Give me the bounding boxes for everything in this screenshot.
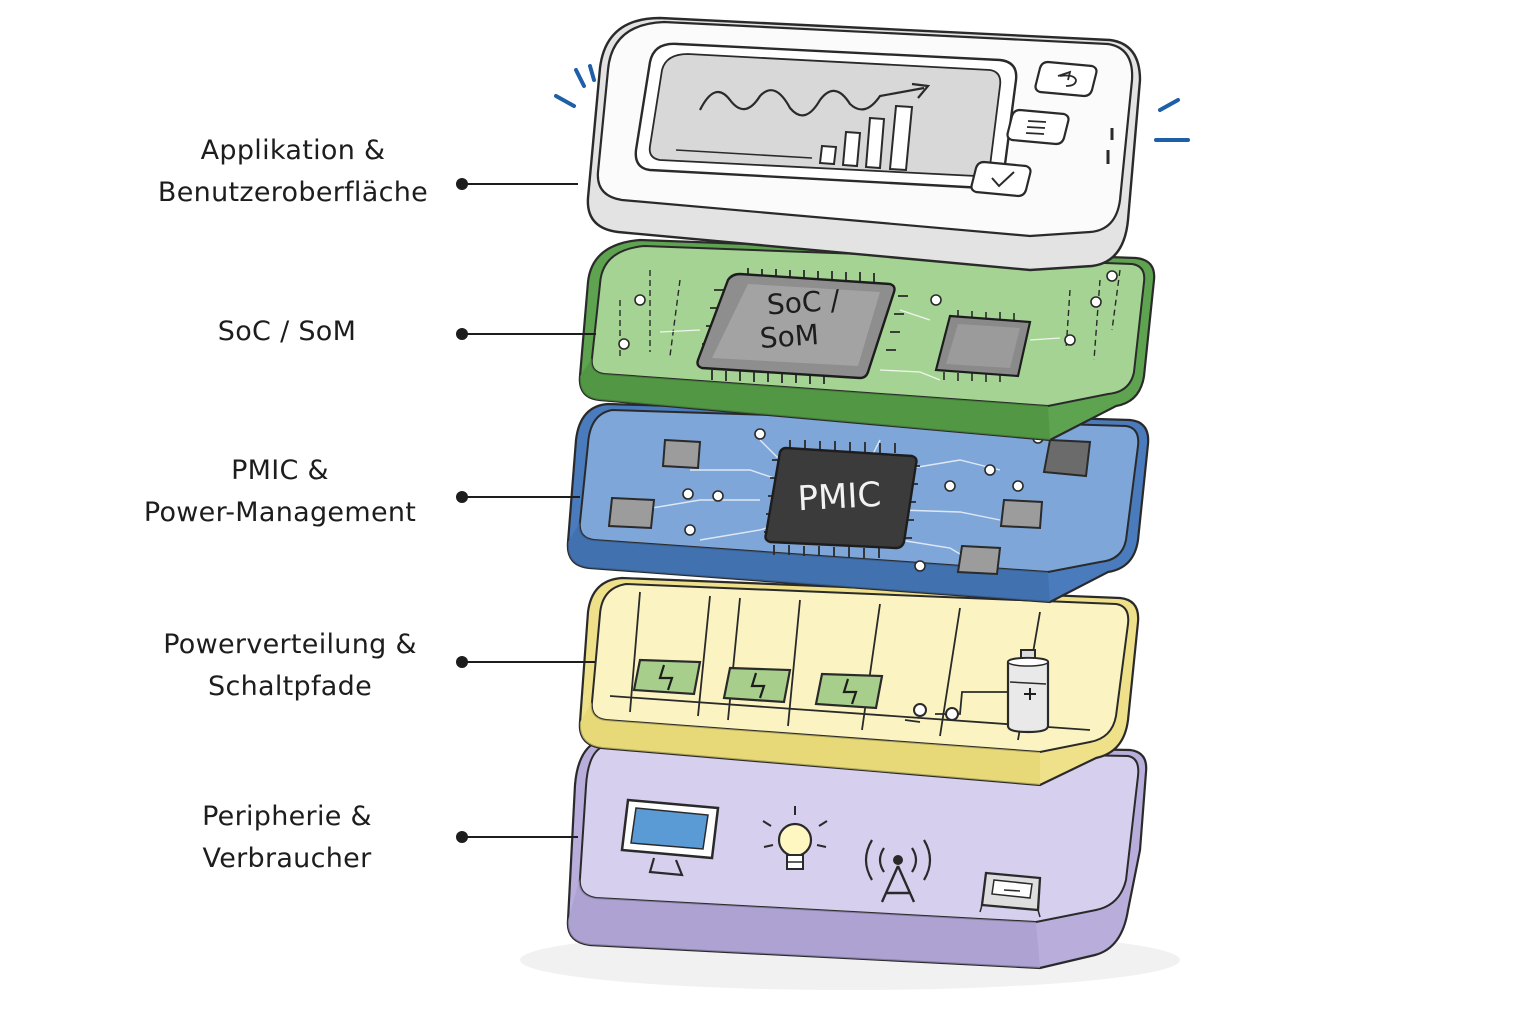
sparkle-icon xyxy=(554,64,1190,142)
label-power: Powerverteilung & Schaltpfade xyxy=(125,624,455,708)
lightning-icon xyxy=(658,664,674,691)
label-power-line1: Powerverteilung & xyxy=(163,629,417,660)
soc-layer: SoC / SoM xyxy=(578,238,1156,442)
memory-chip xyxy=(934,310,1032,382)
connector-dot xyxy=(456,656,468,668)
pmic-chip: PMIC xyxy=(764,440,920,558)
confirm-button[interactable] xyxy=(970,160,1032,198)
lightning-icon xyxy=(842,678,858,705)
menu-button[interactable] xyxy=(1006,108,1070,146)
back-arrow-icon xyxy=(1057,70,1077,87)
switch-2 xyxy=(722,666,792,704)
label-periphery: Peripherie & Verbraucher xyxy=(122,796,452,880)
menu-icon xyxy=(1025,120,1047,135)
lightning-icon xyxy=(750,672,766,699)
app-device-layer xyxy=(554,16,1190,272)
small-chip xyxy=(607,496,656,530)
label-applikation: Applikation & Benutzeroberfläche xyxy=(128,130,458,214)
periphery-layer xyxy=(520,738,1180,990)
small-chip xyxy=(999,498,1044,530)
connectors xyxy=(462,183,596,838)
pmic-chip-label: PMIC xyxy=(797,475,883,519)
soc-chip-label-line2: SoM xyxy=(759,318,820,355)
label-pmic: PMIC & Power-Management xyxy=(115,450,445,534)
connector-dot xyxy=(456,831,468,843)
line-chart-icon xyxy=(699,86,925,117)
monitor-icon xyxy=(620,798,720,877)
label-pmic-line2: Power-Management xyxy=(143,497,417,528)
antenna-icon xyxy=(864,839,932,903)
label-soc-line1: SoC / SoM xyxy=(217,316,357,347)
module-icon xyxy=(979,871,1042,918)
small-chip xyxy=(1042,438,1092,478)
back-button[interactable] xyxy=(1034,60,1098,98)
switch-3 xyxy=(814,672,884,710)
check-icon xyxy=(991,171,1015,188)
label-periphery-line1: Peripherie & xyxy=(202,801,372,832)
connector-dot xyxy=(456,328,468,340)
soc-chip-label-line1: SoC / xyxy=(766,283,841,321)
label-soc: SoC / SoM xyxy=(122,311,452,353)
pmic-layer: PMIC xyxy=(566,402,1150,604)
battery-icon xyxy=(1006,649,1050,734)
label-power-line2: Schaltpfade xyxy=(208,671,372,702)
soc-chip: SoC / SoM xyxy=(696,268,908,384)
label-applikation-line2: Benutzeroberfläche xyxy=(157,177,429,208)
label-pmic-line1: PMIC & xyxy=(231,455,329,486)
connector-dot xyxy=(456,491,468,503)
small-chip xyxy=(956,544,1002,576)
lightbulb-icon xyxy=(762,806,828,870)
bar-chart-icon xyxy=(818,104,914,172)
switch-1 xyxy=(632,658,702,696)
label-applikation-line1: Applikation & xyxy=(200,135,386,166)
power-distribution-layer xyxy=(578,576,1140,787)
label-periphery-line2: Verbraucher xyxy=(202,843,372,874)
connector-dot xyxy=(456,178,468,190)
small-chip xyxy=(661,438,702,470)
